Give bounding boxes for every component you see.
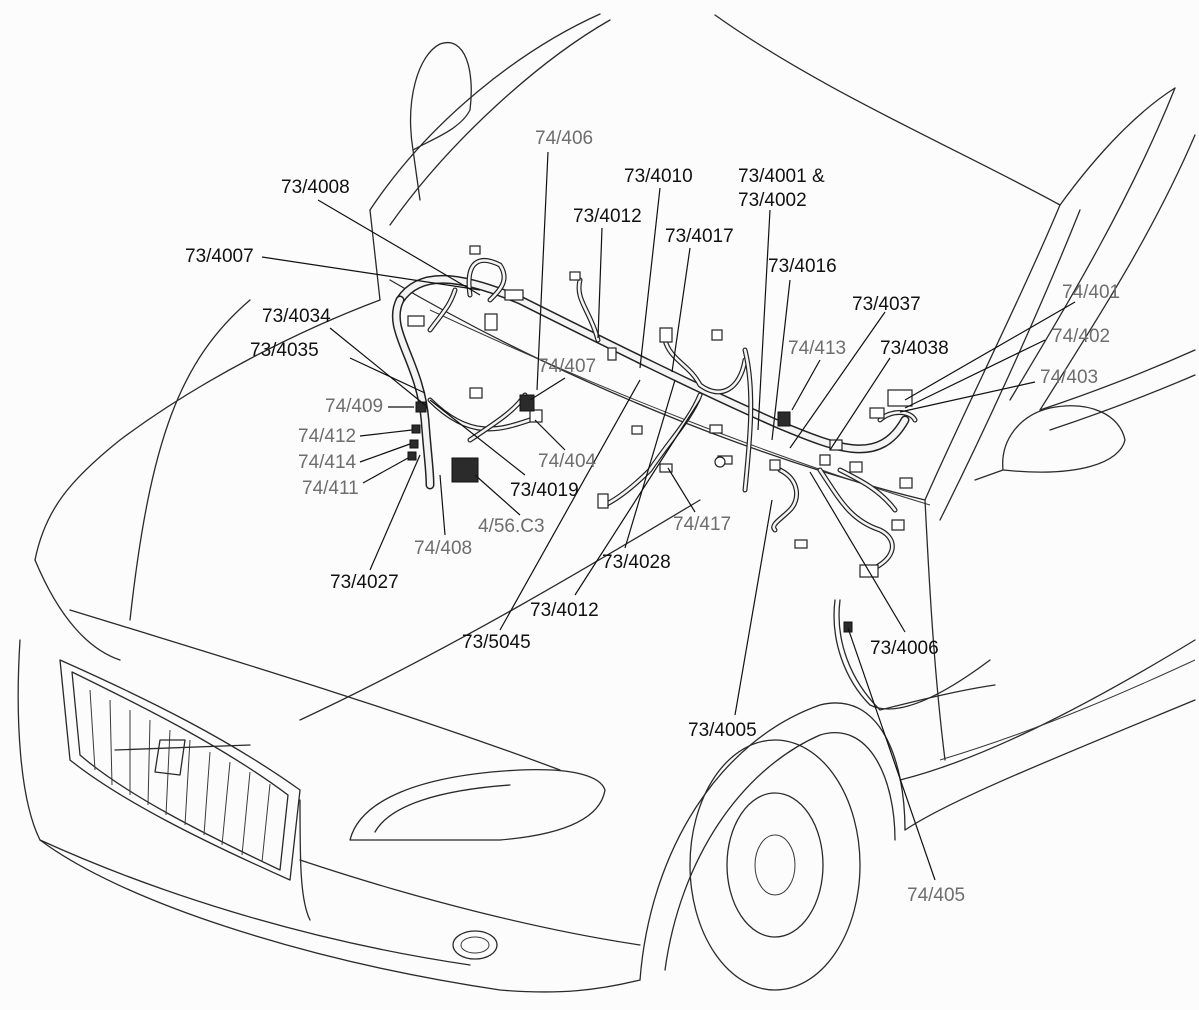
connector (714, 456, 726, 468)
connectors (407, 245, 913, 633)
connector (407, 451, 417, 461)
connector (709, 424, 723, 434)
label-73-4019: 73/4019 (510, 480, 579, 501)
label-73-4028: 73/4028 (602, 552, 671, 573)
connector (504, 289, 524, 301)
label-74-413: 74/413 (788, 338, 846, 359)
connector (529, 409, 543, 423)
label-74-414: 74/414 (298, 452, 357, 473)
connector (777, 411, 791, 427)
label-73-4038: 73/4038 (880, 338, 949, 359)
connector (519, 394, 535, 412)
label-73-4001: 73/4001 & (738, 166, 825, 187)
label-73-5045: 73/5045 (462, 632, 531, 653)
label-74-412: 74/412 (298, 426, 356, 447)
label-74-403: 74/403 (1040, 367, 1098, 388)
label-74-407: 74/407 (538, 356, 596, 377)
label-73-4008: 73/4008 (281, 177, 350, 198)
label-73-4006: 73/4006 (870, 638, 939, 659)
label-74-409: 74/409 (325, 396, 383, 417)
label-73-4034: 73/4034 (262, 306, 331, 327)
connector (607, 347, 617, 361)
connector (819, 454, 831, 466)
label-73-4010: 73/4010 (624, 166, 693, 187)
label-74-417: 74/417 (673, 514, 731, 535)
connector (631, 425, 643, 435)
car-body-outline (17, 13, 1196, 993)
label-74-406: 74/406 (535, 128, 593, 149)
connector (711, 329, 723, 341)
connector (659, 327, 673, 343)
connector (887, 389, 913, 407)
label-73-4005: 73/4005 (688, 720, 757, 741)
relay-box-4-56-c3 (451, 457, 479, 483)
connector (409, 439, 419, 449)
label-74-405: 74/405 (907, 885, 965, 906)
label-73-4037: 73/4037 (852, 294, 921, 315)
connector (597, 493, 609, 509)
label-74-401: 74/401 (1062, 282, 1120, 303)
label-73-4012-top: 73/4012 (573, 206, 642, 227)
connector (794, 539, 808, 549)
connector (849, 461, 863, 473)
label-74-402: 74/402 (1052, 326, 1110, 347)
connector (469, 387, 483, 399)
connector (843, 621, 853, 633)
connector (411, 424, 421, 434)
label-73-4012-bottom: 73/4012 (530, 600, 599, 621)
connector (869, 407, 885, 419)
connector (659, 463, 673, 473)
connector (769, 459, 781, 471)
connector (899, 477, 913, 489)
connector (469, 245, 481, 255)
label-73-4035: 73/4035 (250, 340, 319, 361)
label-73-4016: 73/4016 (768, 256, 837, 277)
label-73-4002: 73/4002 (738, 190, 807, 211)
label-73-4027: 73/4027 (330, 572, 399, 593)
label-73-4017: 73/4017 (665, 226, 734, 247)
connector (407, 315, 425, 327)
label-73-4007: 73/4007 (185, 246, 254, 267)
connector (415, 401, 427, 413)
label-74-404: 74/404 (538, 451, 597, 472)
callout-labels: 74/406 73/4010 73/4001 & 73/4002 73/4008… (185, 128, 1120, 906)
label-74-408: 74/408 (414, 538, 472, 559)
connector (891, 519, 905, 531)
leader-lines (261, 151, 1076, 881)
connector (484, 313, 498, 331)
connector (569, 271, 581, 281)
label-4-56-c3: 4/56.C3 (478, 516, 545, 537)
label-74-411: 74/411 (302, 478, 359, 499)
